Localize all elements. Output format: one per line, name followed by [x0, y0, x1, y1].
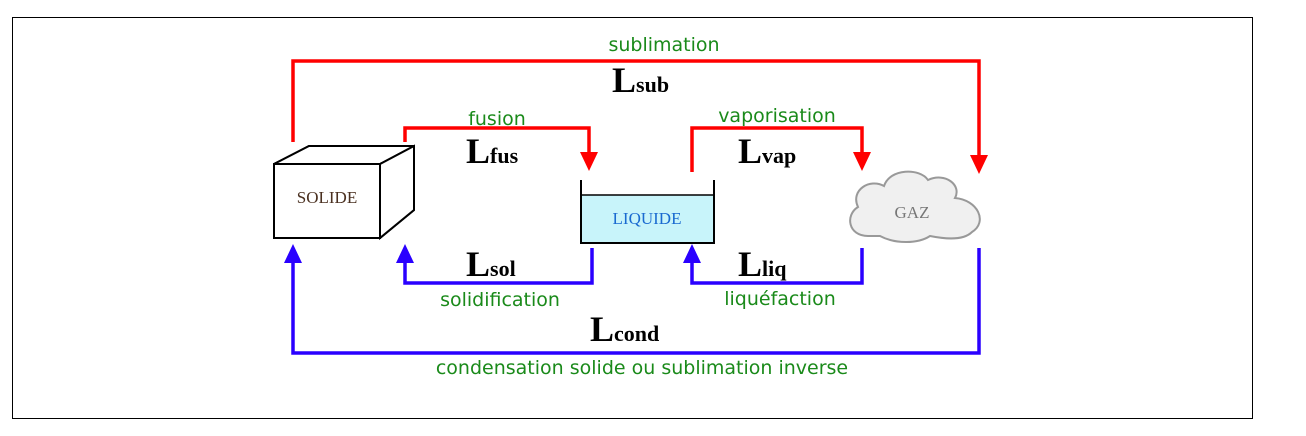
- latent-heat-sub: Lsub: [612, 60, 669, 100]
- sublimation-arrowhead: [970, 155, 988, 174]
- solid-cube: [273, 144, 415, 241]
- fusion-arrowhead: [580, 152, 598, 171]
- solidification-arrow: [403, 248, 594, 285]
- latent-heat-fus: Lfus: [466, 131, 519, 171]
- liquefaction-label: liquéfaction: [724, 288, 836, 310]
- sublimation-arrow: [291, 59, 981, 158]
- latent-heat-cond: Lcond: [590, 309, 659, 349]
- vaporisation-arrowhead: [853, 152, 871, 171]
- fusion-label: fusion: [468, 108, 526, 130]
- latent-heat-liq: Lliq: [738, 244, 787, 284]
- condensation-label: condensation solide ou sublimation inver…: [436, 357, 848, 379]
- vaporisation-label: vaporisation: [718, 105, 836, 127]
- solidification-arrowhead: [396, 244, 414, 263]
- condensation-arrowhead: [284, 244, 302, 263]
- liquefaction-arrow: [690, 248, 864, 285]
- sublimation-label: sublimation: [608, 34, 719, 56]
- latent-heat-sol: Lsol: [466, 244, 516, 284]
- vaporisation-arrow: [690, 126, 864, 172]
- solidification-label: solidification: [440, 289, 560, 311]
- liquefaction-arrowhead: [683, 244, 701, 263]
- condensation-arrow: [291, 248, 981, 355]
- gas-cloud: [849, 170, 981, 243]
- liquid-label: LIQUIDE: [613, 209, 682, 228]
- fusion-arrow: [403, 126, 591, 155]
- frame: [12, 17, 1253, 419]
- latent-heat-vap: Lvap: [738, 131, 796, 171]
- heating-arrows: [291, 59, 981, 172]
- cooling-arrows: [291, 248, 981, 355]
- container: [580, 180, 715, 244]
- solid-label: SOLIDE: [297, 188, 357, 207]
- gas-label: GAZ: [895, 203, 930, 222]
- liquid: [581, 195, 714, 243]
